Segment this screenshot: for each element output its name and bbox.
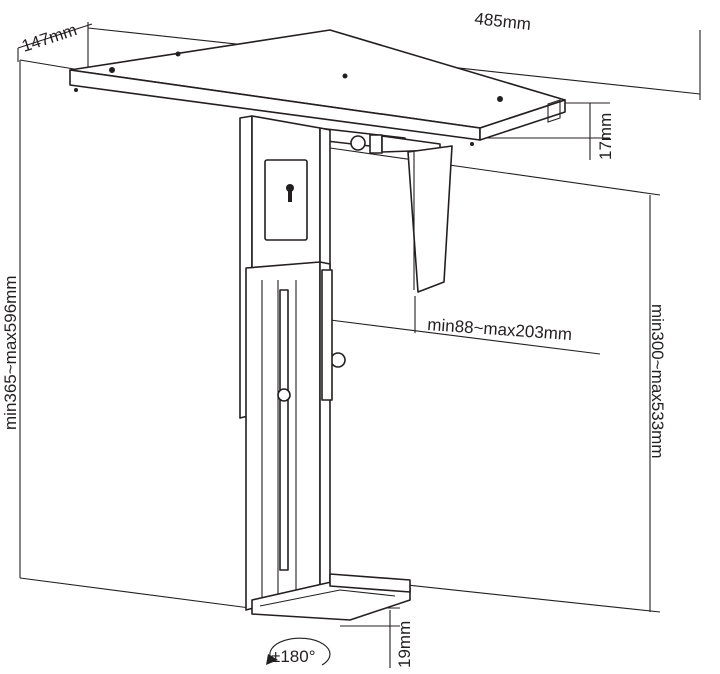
plate-thickness-label: 17mm (596, 113, 615, 160)
rotation-indicator: ±180° (266, 637, 331, 666)
rotation-arrow-icon (269, 637, 331, 666)
pc-height-label: min300~max533mm (648, 304, 667, 459)
depth-label: 147mm (19, 20, 79, 56)
mounting-plate-side-edge (479, 99, 566, 141)
bottom-height-label: 19mm (395, 621, 414, 668)
total-height-label: min365~max596mm (1, 276, 20, 431)
rotation-label: ±180° (271, 647, 316, 666)
width-label: 485mm (474, 9, 532, 34)
side-bracket (407, 145, 453, 293)
cpu-holder-illustration (69, 29, 566, 621)
pc-width-label: min88~max203mm (427, 315, 573, 344)
